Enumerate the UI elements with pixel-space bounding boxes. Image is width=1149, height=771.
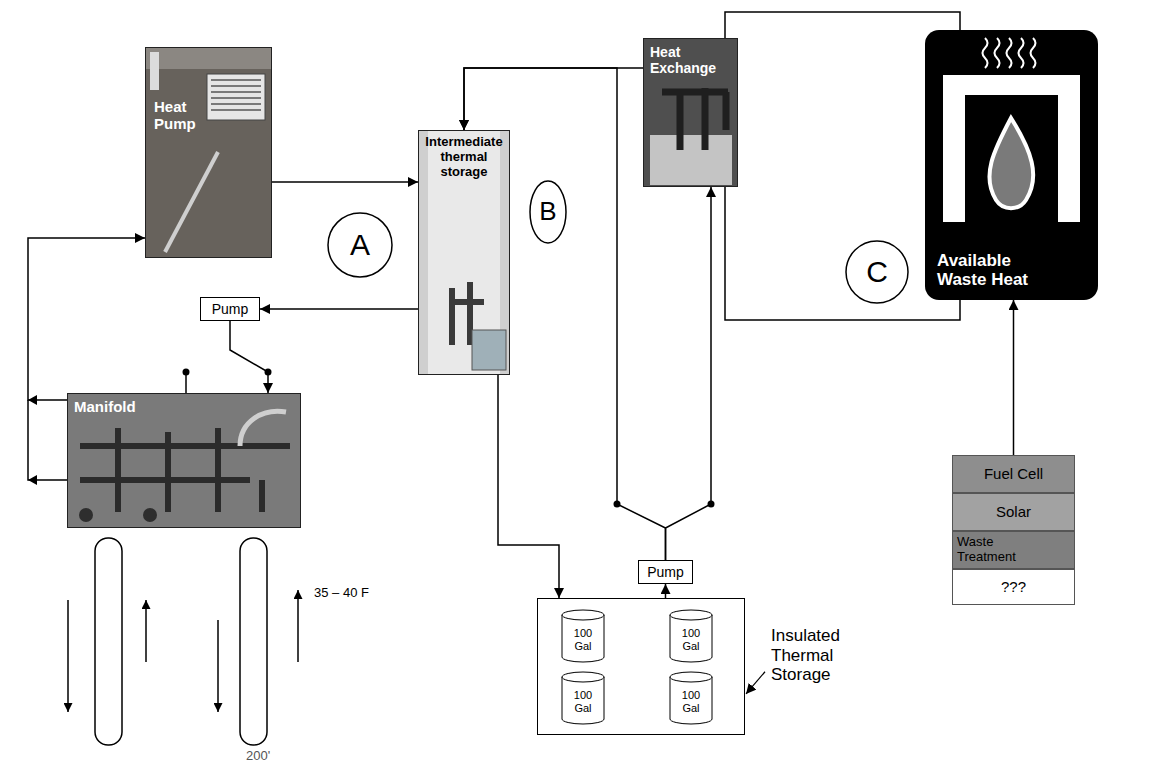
pump-box: Pump — [638, 560, 693, 584]
node-text: ??? — [1001, 578, 1026, 595]
flame — [989, 118, 1033, 208]
grille — [207, 74, 265, 120]
photo-box: Heat Pump — [145, 47, 272, 258]
pump-box: Pump — [200, 297, 260, 321]
tank-body — [670, 677, 712, 724]
connector — [28, 238, 145, 400]
connector — [498, 375, 559, 598]
pipes — [662, 88, 728, 150]
node-text: 100 Gal — [675, 627, 707, 652]
label-anchor: 200' — [246, 749, 270, 764]
depth-label: 200' — [246, 749, 270, 764]
pipe — [150, 52, 159, 90]
manifold-photo — [67, 393, 301, 528]
tank: 100 Gal — [560, 609, 606, 663]
callout-outline — [328, 213, 392, 277]
flow-arrow — [67, 600, 69, 712]
source-band: Fuel Cell — [952, 455, 1075, 493]
steam — [983, 38, 1036, 68]
return-line — [28, 400, 67, 480]
node-text: 100 Gal — [675, 689, 707, 714]
node-text: Solar — [996, 503, 1031, 520]
node-text: Heat Exchange — [650, 44, 731, 76]
node-text: Intermediate thermal storage — [422, 135, 506, 180]
node-text: Insulated Thermal Storage — [771, 626, 871, 685]
connector — [230, 321, 268, 393]
node-text: 100 Gal — [567, 689, 599, 714]
switch-contact — [183, 369, 190, 376]
connector — [1013, 300, 1015, 455]
node-text: Pump — [212, 301, 249, 317]
node-text: Pump — [647, 564, 684, 580]
node-text: A — [350, 228, 370, 263]
source-band: Solar — [952, 493, 1075, 531]
exchanger-photo — [643, 38, 738, 187]
pipes — [80, 428, 290, 512]
tank-body — [670, 615, 712, 662]
node-text: Manifold — [74, 398, 136, 415]
icon-ground — [925, 30, 1098, 300]
duct — [145, 47, 272, 69]
node-text: 100 Gal — [567, 627, 599, 652]
furnace-frame — [943, 75, 1080, 222]
grille-slats — [211, 80, 261, 110]
connector — [725, 187, 960, 320]
node-text: Waste Treatment — [957, 535, 1029, 565]
node-text: Heat Pump — [154, 98, 216, 133]
photo-box: Intermediate thermal storage — [418, 130, 510, 375]
port — [143, 508, 157, 522]
connector — [464, 68, 643, 130]
node-text: Available Waste Heat — [937, 251, 1049, 290]
callout-outline — [530, 181, 566, 243]
callout-circle: C — [845, 240, 909, 304]
node-text: Fuel Cell — [984, 465, 1043, 482]
connector — [725, 12, 960, 38]
tank-lid — [562, 672, 604, 682]
heat-pump-photo — [145, 47, 272, 258]
storage-box: Insulated Thermal Storage100 Gal100 Gal1… — [537, 598, 745, 735]
cooler — [472, 330, 506, 370]
tank: 100 Gal — [668, 609, 714, 663]
callout-circle: A — [327, 212, 393, 278]
port — [79, 508, 93, 522]
source-band: ??? — [952, 569, 1075, 605]
ground-loop — [240, 538, 267, 745]
leader-line — [746, 672, 765, 694]
waste-heat-icon: Available Waste Heat — [925, 30, 1098, 300]
tank-lid — [670, 672, 712, 682]
flow-arrow — [217, 620, 219, 712]
tank: 100 Gal — [668, 671, 714, 725]
connector — [260, 308, 418, 310]
label-anchor: 35 – 40 F — [314, 586, 369, 601]
temperature-label: 35 – 40 F — [314, 586, 369, 601]
hose — [240, 411, 286, 446]
flow-arrow — [145, 600, 147, 662]
flow-arrow — [297, 590, 299, 662]
photo-box: Manifold — [67, 393, 301, 528]
node-text: C — [866, 255, 888, 290]
tank-body — [562, 677, 604, 724]
arrow-head — [28, 475, 37, 485]
rod — [165, 152, 218, 252]
tank-body — [562, 615, 604, 662]
tank-photo — [418, 130, 510, 375]
callout-ellipse: B — [529, 180, 567, 244]
connector — [665, 584, 667, 598]
source-band: Waste Treatment — [952, 531, 1075, 569]
tank-lid — [562, 610, 604, 620]
tub — [650, 135, 732, 185]
node-text: B — [539, 197, 556, 227]
connector — [666, 187, 712, 560]
callout-outline — [846, 241, 908, 303]
connector — [272, 181, 418, 183]
ground-loop — [95, 538, 122, 745]
tank: 100 Gal — [560, 671, 606, 725]
photo-box: Heat Exchange — [643, 38, 738, 187]
tank-lid — [670, 610, 712, 620]
